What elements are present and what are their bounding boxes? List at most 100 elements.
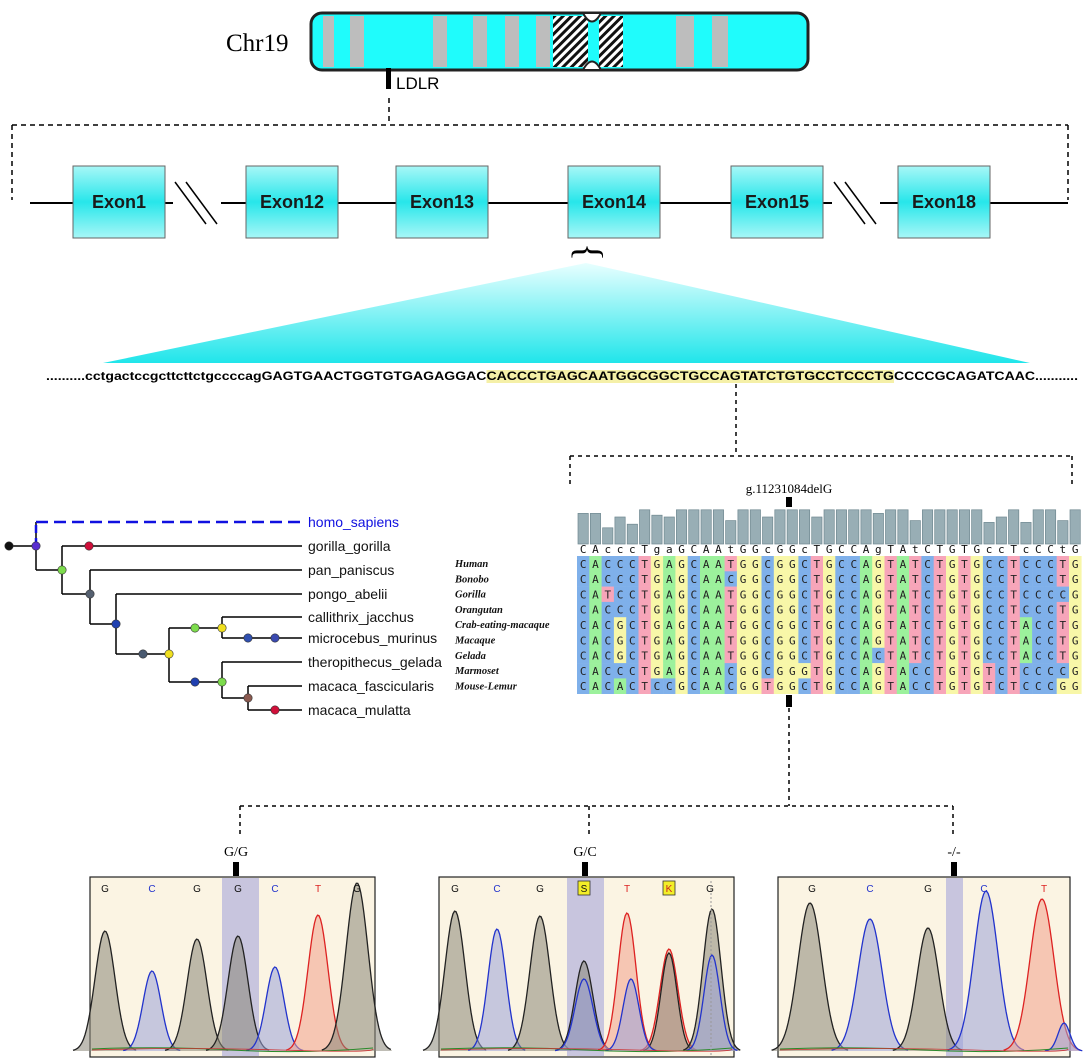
alignment-cell <box>970 556 984 572</box>
alignment-base: A <box>900 665 907 678</box>
alignment-cell <box>761 601 775 618</box>
alignment-base: C <box>801 619 808 632</box>
centromere-notch-top <box>581 12 603 23</box>
chromatogram-peak-fill <box>771 903 849 1051</box>
alignment-cell <box>724 647 738 664</box>
alignment-base: C <box>1060 588 1067 601</box>
alignment-cell <box>601 678 615 694</box>
alignment-cell <box>700 632 713 649</box>
species-label: Gorilla <box>455 590 486 601</box>
alignment-cell <box>933 571 947 587</box>
alignment-base: T <box>986 665 993 678</box>
alignment-base: C <box>764 634 771 647</box>
alignment-base: G <box>875 619 882 632</box>
conservation-bar <box>639 509 651 545</box>
alignment-base: A <box>703 619 710 632</box>
alignment-base: A <box>863 665 870 678</box>
alignment-base: G <box>949 573 956 586</box>
alignment-cell <box>859 556 873 572</box>
alignment-cell <box>970 617 984 633</box>
alignment-cell <box>589 556 602 572</box>
alignment-cell <box>773 617 787 633</box>
alignment-cell <box>995 617 1008 633</box>
conservation-bar <box>1057 520 1069 545</box>
alignment-base: G <box>973 588 980 601</box>
alignment-base: A <box>703 604 710 617</box>
alignment-cell <box>909 601 922 618</box>
conservation-bar <box>860 509 872 545</box>
alignment-cell <box>761 571 775 587</box>
alignment-cell <box>872 678 885 694</box>
chromatogram-peak-fill <box>321 883 393 1051</box>
alignment-base: C <box>691 665 698 678</box>
genotype-label: -/- <box>947 845 961 860</box>
alignment-base: C <box>875 650 882 663</box>
alignment-base: C <box>629 604 636 617</box>
alignment-cell <box>921 601 934 618</box>
alignment-base: A <box>715 573 722 586</box>
alignment-base: C <box>580 588 587 601</box>
alignment-cell <box>958 571 971 587</box>
alignment-cell <box>896 556 910 572</box>
chromatogram-peak-fill <box>1003 899 1081 1051</box>
alignment-cell <box>613 601 627 618</box>
alignment-cell <box>835 647 848 664</box>
base-call: G <box>353 884 361 895</box>
alignment-base: C <box>604 665 611 678</box>
alignment-base: T <box>961 680 968 693</box>
alignment-cell <box>773 678 787 694</box>
alignment-base: C <box>850 650 857 663</box>
consensus-base: c <box>986 543 993 556</box>
base-call: C <box>980 884 987 895</box>
species-label: Crab-eating-macaque <box>455 620 550 631</box>
alignment-base: G <box>875 680 882 693</box>
alignment-base: C <box>691 650 698 663</box>
alignment-base: A <box>715 604 722 617</box>
exon-rect <box>897 165 991 239</box>
consensus-base: G <box>1072 543 1079 556</box>
alignment-base: G <box>789 665 796 678</box>
alignment-cell <box>675 632 688 649</box>
conservation-bar <box>971 509 983 545</box>
alignment-cell <box>1056 663 1070 679</box>
alignment-base: A <box>715 665 722 678</box>
exon-box: Exon15 <box>730 165 824 239</box>
alignment-cell <box>909 647 922 664</box>
chromatogram-peak <box>507 915 572 1051</box>
alignment-base: C <box>629 558 636 571</box>
alignment-base: C <box>998 558 1005 571</box>
alignment-base: A <box>666 573 673 586</box>
alignment-base: T <box>887 634 894 647</box>
conservation-bar <box>995 516 1007 545</box>
alignment-base: C <box>1047 573 1054 586</box>
alignment-cell <box>773 586 787 603</box>
alignment-cell <box>884 617 898 633</box>
alignment-base: G <box>752 604 759 617</box>
alignment-base: G <box>1072 604 1079 617</box>
chromosome-bands <box>309 11 810 72</box>
conservation-bar <box>589 513 601 545</box>
tree-node <box>270 633 280 643</box>
alignment-base: T <box>814 558 821 571</box>
alignment-base: C <box>1023 680 1030 693</box>
alignment-base: T <box>961 665 968 678</box>
alignment-cell <box>884 678 898 694</box>
alignment-cell <box>1044 678 1057 694</box>
sequence-exon-start: GAGTGAACTGGTGTGAGAGGAC <box>262 369 487 383</box>
alignment-base: T <box>641 634 648 647</box>
alignment-cell <box>626 586 639 603</box>
alignment-cell <box>786 647 799 664</box>
alignment-base: G <box>875 558 882 571</box>
alignment-base: T <box>1010 588 1017 601</box>
tree-leaf-label: theropithecus_gelada <box>308 654 442 670</box>
alignment-base: T <box>814 619 821 632</box>
alignment-base: C <box>998 619 1005 632</box>
alignment-base: C <box>850 588 857 601</box>
alignment-base: C <box>764 650 771 663</box>
alignment-cell <box>958 678 971 694</box>
consensus-base: T <box>641 543 648 556</box>
tree-node <box>217 677 227 687</box>
alignment-cell <box>933 586 947 603</box>
